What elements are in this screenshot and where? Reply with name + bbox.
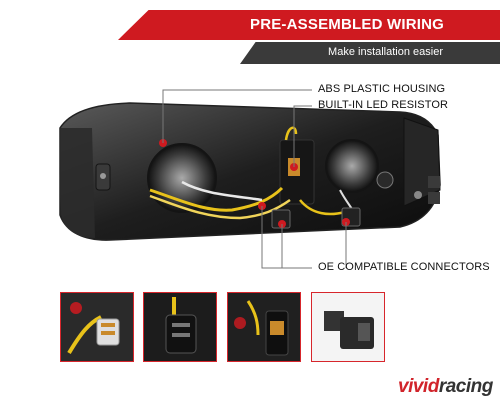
thumbnail-oe-connector-image <box>312 293 384 361</box>
thumbnail-bulb-socket-image <box>144 293 216 361</box>
thumbnail-led-bulb-plug[interactable] <box>60 292 134 362</box>
thumbnail-led-bulb-plug-image <box>61 293 133 361</box>
screw-right <box>414 191 422 199</box>
callout-housing: ABS PLASTIC HOUSING <box>318 83 446 95</box>
leader-line-resistor <box>293 105 312 167</box>
title-text: PRE-ASSEMBLED WIRING <box>249 16 444 33</box>
subtitle-text: Make installation easier <box>328 46 443 58</box>
wire-yellow-c <box>284 126 298 141</box>
logo-text-vivid: vivid <box>398 376 439 397</box>
callout-resistor: BUILT-IN LED RESISTOR <box>318 99 449 111</box>
leader-line-connectors <box>261 206 312 269</box>
vividracing-logo: vividracing <box>398 376 493 398</box>
wire-yellow-b <box>149 194 291 220</box>
housing-shell <box>59 102 441 241</box>
thumbnail-bulb-socket[interactable] <box>143 292 217 362</box>
wire-to-connector <box>299 199 346 216</box>
callout-connectors: OE COMPATIBLE CONNECTORS <box>318 261 490 273</box>
screw-left <box>100 173 106 179</box>
housing-front-edge <box>59 128 95 238</box>
subtitle-banner: Make installation easier <box>240 42 500 64</box>
mounting-tab-right-2 <box>428 192 440 204</box>
leader-line-housing <box>162 89 312 143</box>
wire-white <box>181 180 263 202</box>
title-banner: PRE-ASSEMBLED WIRING <box>118 10 500 40</box>
bulb-socket-right <box>325 139 379 193</box>
thumbnail-resistor-harness[interactable] <box>227 292 301 362</box>
headlight-product-image <box>59 89 441 269</box>
logo-text-racing: racing <box>438 376 494 397</box>
thumbnail-resistor-harness-image <box>228 293 300 361</box>
mounting-tab-right-1 <box>428 176 440 188</box>
bulb-socket-ring <box>376 171 394 189</box>
thumbnail-oe-connector[interactable] <box>311 292 385 362</box>
wire-yellow-a <box>149 186 284 212</box>
